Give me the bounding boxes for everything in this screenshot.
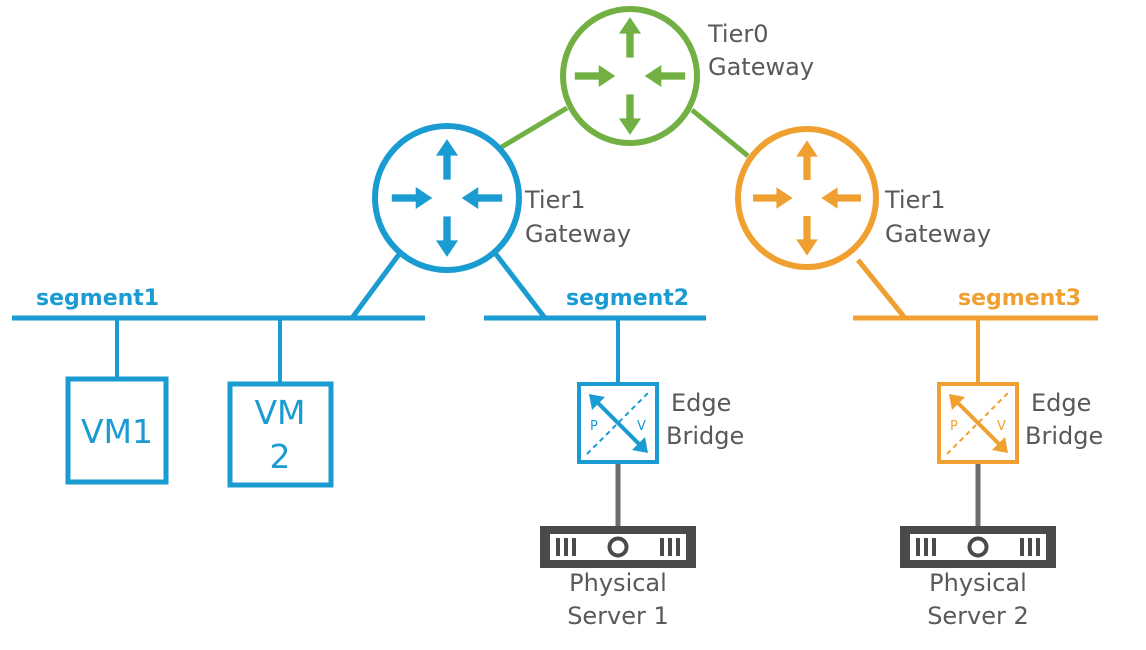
tier1-left-label-line1: Tier1: [524, 186, 586, 214]
link-tier0-tier1-left: [498, 105, 569, 151]
server1-label-line2: Server 1: [567, 602, 669, 630]
tier0-label-line2: Gateway: [708, 53, 814, 81]
bridge-left-p-label: P: [590, 419, 598, 434]
tier1-gateway-right: Tier1 Gateway: [735, 126, 991, 270]
server1-label-line1: Physical: [569, 569, 667, 597]
link-tier1-segment2: [493, 251, 547, 320]
bridge-left-label-line1: Edge: [671, 389, 731, 417]
edge-bridge-right: P V Edge Bridge: [937, 382, 1103, 464]
vm2-label-line2: 2: [270, 437, 291, 476]
bridge-right-label-line1: Edge: [1031, 389, 1091, 417]
bridge-right-label-line2: Bridge: [1025, 422, 1103, 450]
tier1-right-label-line2: Gateway: [885, 220, 991, 248]
edge-bridge-left: P V Edge Bridge: [577, 382, 744, 464]
tier0-label-line1: Tier0: [707, 20, 769, 48]
tier1-gateway-left: Tier1 Gateway: [372, 123, 631, 273]
vm1-box: VM1: [65, 376, 169, 485]
tier0-gateway: Tier0 Gateway: [560, 6, 814, 146]
segment1-label: segment1: [36, 286, 159, 311]
bridge-left-v-label: V: [637, 419, 646, 434]
link-tier0-tier1-right: [690, 108, 750, 158]
physical-server-1: Physical Server 1: [538, 524, 698, 630]
tier1-right-label-line1: Tier1: [884, 186, 946, 214]
vm2-label-line1: VM: [254, 393, 305, 432]
bridge-right-p-label: P: [950, 419, 958, 434]
bridge-left-label-line2: Bridge: [666, 422, 744, 450]
physical-server-2: Physical Server 2: [898, 524, 1058, 630]
server-icon: [898, 524, 1058, 570]
link-tier1-segment1: [349, 251, 403, 320]
server-icon: [538, 524, 698, 570]
segment3-label: segment3: [958, 286, 1081, 311]
bridge-right-v-label: V: [997, 419, 1006, 434]
server2-label-line2: Server 2: [927, 602, 1029, 630]
segment2-label: segment2: [566, 286, 689, 311]
vm1-label: VM1: [81, 412, 153, 451]
tier1-left-label-line2: Gateway: [525, 220, 631, 248]
server2-label-line1: Physical: [929, 569, 1027, 597]
link-tier1-segment3: [856, 258, 907, 320]
vm2-box: VM 2: [227, 381, 334, 488]
